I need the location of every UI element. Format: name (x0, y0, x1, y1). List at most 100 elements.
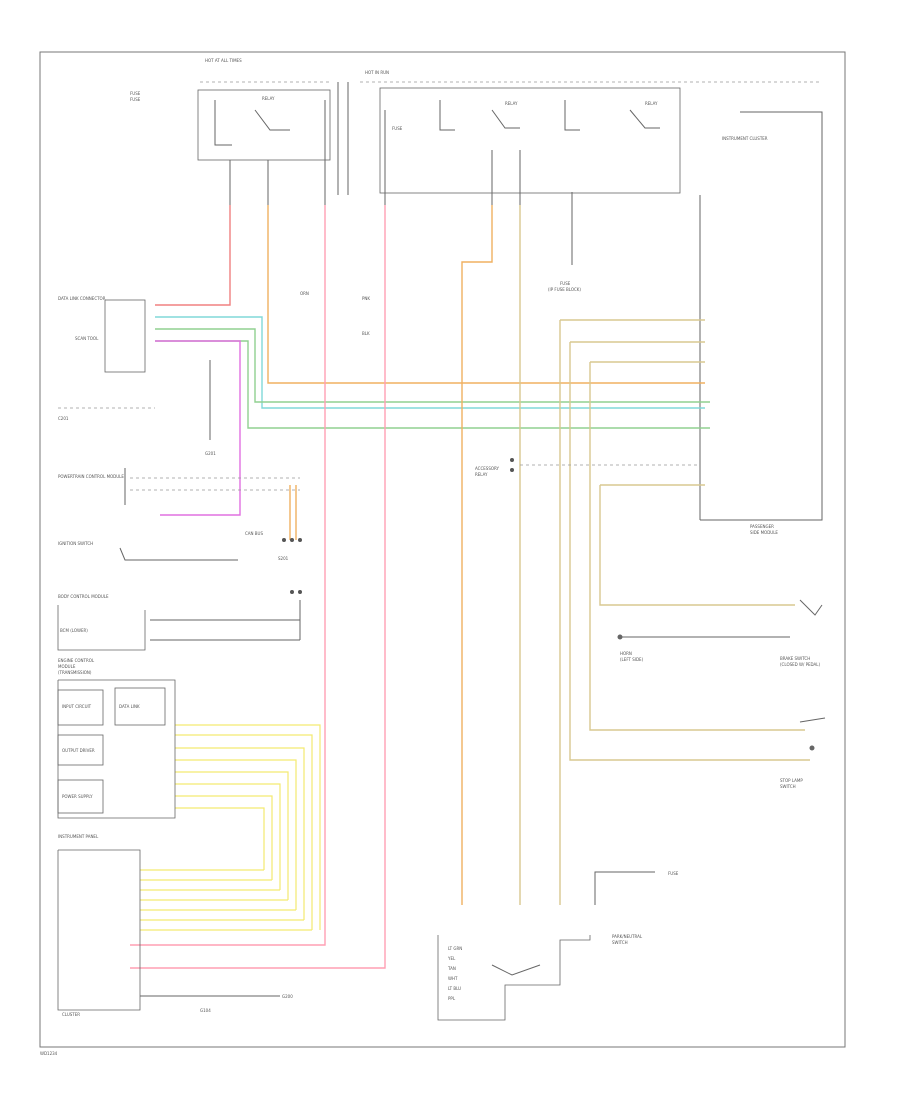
wire-ye-label: YEL (447, 956, 456, 961)
wire-orange-2 (461, 205, 493, 905)
cluster-module-group: INSTRUMENT PANEL CLUSTER G200 (57, 834, 293, 1017)
yellow-bus-frame (175, 724, 321, 930)
pass-module-label: PASSENGER (750, 524, 774, 529)
stop-lamp-fuse-label: FUSE (560, 281, 571, 286)
yellow-line-1 (175, 734, 313, 930)
wire-cyan-1 (155, 316, 705, 409)
bcm-outline (57, 605, 146, 651)
relay-a-coil (214, 100, 232, 146)
wire-gn-label: LT GRN (448, 946, 462, 951)
ecm-box-d-label: POWER SUPPLY (62, 794, 93, 799)
wire-pink-1 (130, 205, 386, 969)
ecm-sub-label: MODULE (58, 664, 76, 669)
splice-label: S201 (278, 556, 289, 561)
horn2-label: (LEFT SIDE) (620, 657, 644, 662)
ground-a-label: G201 (205, 451, 216, 456)
brake-sw2-label: (CLOSED W/ PEDAL) (780, 662, 820, 667)
relay-c-coil (564, 100, 580, 131)
hot-at-all-times-label: HOT AT ALL TIMES (205, 58, 242, 63)
relay-c-contact (629, 109, 660, 129)
horn-fuse-dot (617, 634, 623, 640)
splice-dot-6 (510, 458, 514, 462)
diagram-frame (39, 51, 846, 1048)
radio-fuse-label: FUSE (130, 97, 141, 102)
stop-lamp-label: STOP LAMP (780, 778, 803, 783)
park-sw-label: PARK/NEUTRAL (612, 934, 643, 939)
data-link-connector: DATA LINK CONNECTOR SCAN TOOL C201 G201 (58, 296, 216, 456)
ecm-outline (57, 679, 176, 819)
right-relay-block (379, 87, 681, 194)
ecm-box-c-label: OUTPUT DRIVER (62, 748, 95, 753)
stop-lamp-fuse-note: (IP FUSE BLOCK) (548, 287, 581, 292)
wire-green-2 (155, 340, 710, 429)
stop-lamp-symbol (799, 717, 826, 723)
bcm-group: BODY CONTROL MODULE BCM (LOWER) (57, 594, 301, 651)
park-switch-outline (437, 935, 591, 1021)
footer-code: WD1234 (40, 1051, 58, 1056)
wire-magenta-1 (155, 340, 241, 516)
ecm-group: ENGINE CONTROL MODULE (TRANSMISSION) INP… (57, 658, 176, 819)
right-components: PASSENGER SIDE MODULE BRAKE SWITCH (CLOS… (200, 524, 826, 1021)
brake-switch-symbol (799, 599, 823, 616)
wire-wh-label: WHT (448, 976, 458, 981)
cluster-outline (700, 111, 823, 521)
scan-tool-label: SCAN TOOL (75, 336, 99, 341)
accessory-label: ACCESSORY (475, 466, 500, 471)
relay-a-contact (254, 109, 290, 131)
cluster-mod-outline (57, 849, 141, 1011)
wire-vt-label: PPL (448, 996, 456, 1001)
relay-c-label: RELAY (645, 101, 658, 106)
left-relay-block (197, 89, 331, 161)
splice-dot-3 (298, 538, 302, 542)
wire-bk-label: BLK (362, 331, 370, 336)
yellow-line-2 (175, 747, 305, 920)
stop-lamp2-label: SWITCH (780, 784, 796, 789)
splice-dot-5 (298, 590, 302, 594)
fuse-a-label: FUSE (130, 91, 141, 96)
ground-a2-label: G104 (200, 1008, 211, 1013)
park-sw2-label: SWITCH (612, 940, 628, 945)
ign-wire (119, 547, 238, 561)
ground-b-label: G200 (282, 994, 293, 999)
stop-lamp-dot (809, 745, 815, 751)
brake-sw-label: BRAKE SWITCH (780, 656, 810, 661)
ecm-sub2-label: (TRANSMISSION) (58, 670, 92, 675)
wire-pk-label: PNK (362, 296, 370, 301)
ecm-label: ENGINE CONTROL (58, 658, 95, 663)
bcm-lower-label: BCM (LOWER) (60, 628, 88, 633)
wire-green-1 (155, 328, 710, 403)
wire-pink-2 (130, 205, 326, 946)
cluster-label: INSTRUMENT CLUSTER (722, 136, 768, 141)
ign-switch-label: IGNITION SWITCH (58, 541, 93, 546)
power-header: HOT AT ALL TIMES HOT IN RUN FUSE FUSE RE… (130, 58, 823, 521)
wire-tan-7 (589, 362, 805, 731)
relay-b-label: RELAY (505, 101, 518, 106)
relay-b-contact (491, 109, 520, 129)
splice-dots (282, 458, 514, 594)
yellow-line-3 (175, 759, 297, 910)
cluster-mod-label: INSTRUMENT PANEL (58, 834, 99, 839)
fuse-b-label: FUSE (392, 126, 403, 131)
park-switch-contact (491, 964, 541, 976)
bcm-label: BODY CONTROL MODULE (58, 594, 109, 599)
wire-bl-label: LT BLU (448, 986, 461, 991)
wire-tn-label: TAN (447, 966, 456, 971)
horn-label: HORN (620, 651, 632, 656)
splice-dot-1 (282, 538, 286, 542)
ignition-switch-group: POWERTRAIN CONTROL MODULE IGNITION SWITC… (58, 468, 300, 561)
splice-dot-7 (510, 468, 514, 472)
wire-routes (130, 205, 810, 969)
relay-b-coil (439, 100, 455, 131)
connector-label: C201 (58, 416, 69, 421)
yellow-line-4 (175, 771, 289, 900)
hot-in-run-label: HOT IN RUN (365, 70, 389, 75)
pass-module2-label: SIDE MODULE (750, 530, 778, 535)
accessory2-label: RELAY (475, 472, 488, 477)
yellow-line-7 (175, 807, 265, 870)
relay-a-label: RELAY (262, 96, 275, 101)
dlc-body (104, 299, 146, 373)
yellow-line-6 (175, 795, 273, 880)
dlc-label: DATA LINK CONNECTOR (58, 296, 106, 301)
